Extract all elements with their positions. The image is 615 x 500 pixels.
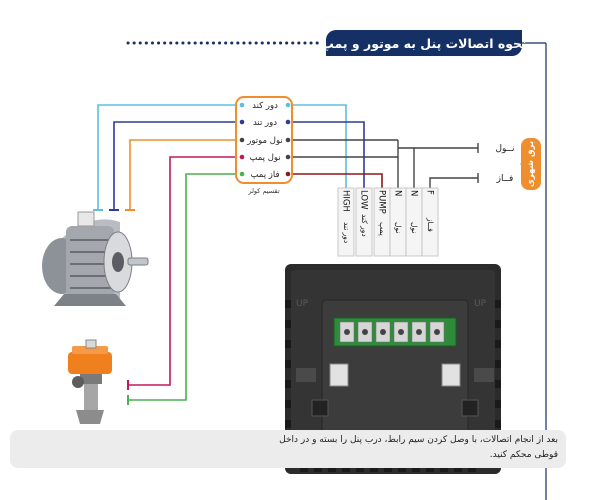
city-power-badge: برق شهری	[521, 138, 541, 190]
wire-neutral-bus-2	[398, 147, 415, 188]
wire-pump-neutral	[128, 156, 242, 386]
panel-terminal-desc-3: پمپ	[378, 222, 387, 236]
controller-caption: تقسیم کولر	[247, 187, 279, 195]
controller-label-1: دور کند	[252, 101, 278, 111]
controller-terminal-block	[235, 96, 293, 184]
panel-terminal-desc-2: دور کند	[360, 214, 369, 237]
wire-pump-phase	[128, 173, 242, 401]
motor-illustration	[42, 211, 149, 306]
controller-label-2: دور تند	[253, 118, 277, 128]
panel-terminal-desc-5: نول	[410, 222, 419, 233]
panel-terminal-code-6: F	[425, 190, 435, 195]
motor-wire-ends	[93, 209, 135, 405]
city-phase-label: فــاز	[496, 174, 514, 184]
panel-terminal-strip	[337, 187, 439, 257]
pump-illustration	[68, 339, 112, 424]
panel-terminal-desc-1: دور تند	[342, 222, 351, 243]
city-power-badge-text: برق شهری	[526, 140, 536, 188]
wire-pump-phase-right	[288, 173, 383, 188]
controller-terminal-dots	[239, 102, 291, 177]
panel-terminal-code-2: LOW	[359, 190, 369, 210]
panel-up-mark-left: UP	[296, 299, 309, 309]
wire-high-to-panel	[288, 121, 365, 188]
wire-high-speed	[113, 121, 242, 210]
panel-terminal-code-4: N	[393, 190, 403, 196]
wire-motor-neutral	[129, 139, 242, 210]
page-title: نحوه اتصالات پنل به موتور و پمپ	[321, 30, 527, 56]
note-background	[10, 430, 268, 468]
wire-low-to-panel	[288, 104, 347, 188]
wire-low-speed	[97, 104, 242, 210]
controller-label-4: نول پمپ	[249, 153, 280, 163]
controller-label-5: فاز پمپ	[250, 170, 279, 180]
wire-city-phase	[429, 177, 478, 188]
panel-back-device: UP UP UP UP	[285, 264, 501, 474]
panel-terminal-desc-6: فــاز	[426, 217, 435, 232]
controller-label-3: نول موتور	[246, 136, 282, 146]
panel-terminal-desc-4: نول	[394, 222, 403, 233]
city-neutral-label: نــول	[496, 144, 515, 154]
panel-terminal-code-1: HIGH	[341, 190, 351, 212]
panel-terminal-code-5: N	[409, 190, 419, 196]
panel-up-mark-right: UP	[474, 299, 487, 309]
panel-terminal-code-3: PUMP	[377, 190, 387, 214]
installation-note: بعد از انجام اتصالات، با وصل کردن سیم را…	[268, 430, 566, 468]
